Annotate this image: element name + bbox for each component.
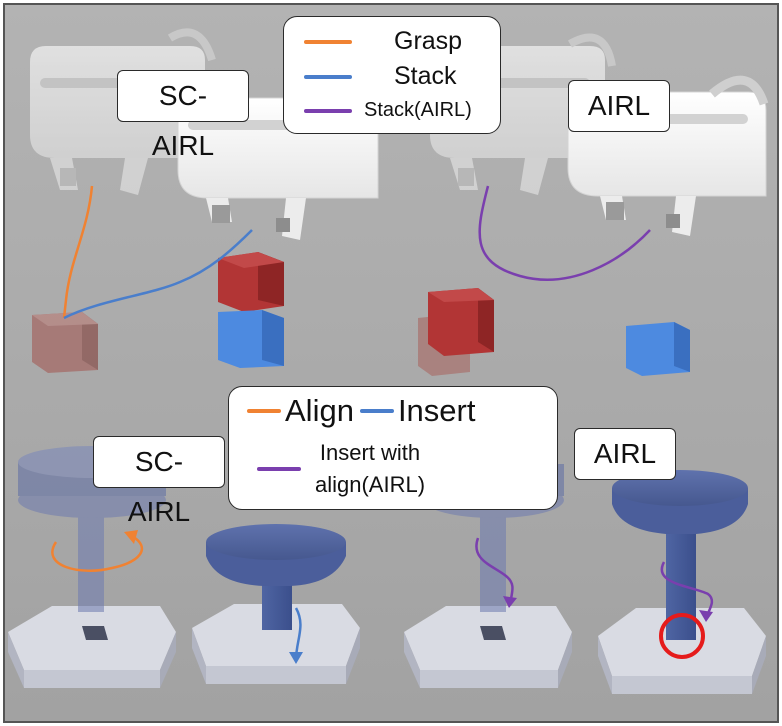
method-label-airl-top: AIRL — [568, 80, 670, 132]
legend-label-insert-with-align-line1: Insert with — [319, 440, 421, 465]
trajectory-insert-with-align-1 — [475, 537, 514, 605]
base-block-3 — [404, 606, 572, 688]
legend-swatch-insert — [359, 409, 394, 413]
legend-bottom-row-insert-with-align: Insert with align(AIRL) — [257, 437, 425, 501]
legend-swatch-align — [247, 409, 281, 413]
base-block-4 — [598, 608, 766, 694]
legend-label-grasp: Grasp — [394, 27, 463, 55]
trajectory-stack — [63, 229, 253, 320]
red-cube-faded-left — [32, 312, 98, 373]
base-block-1 — [8, 606, 176, 688]
legend-top-item-stack: Stack — [304, 62, 457, 91]
blue-cube-base — [218, 310, 284, 368]
trajectory-stack-airl — [478, 185, 651, 281]
method-label-sc-airl-top: SC-AIRL — [117, 70, 249, 161]
legend-bottom: Align Insert Insert with align(AIRL) — [228, 386, 558, 510]
legend-swatch-insert-with-align — [257, 467, 301, 471]
base-block-2 — [192, 604, 360, 684]
legend-label-insert: Insert — [397, 393, 476, 428]
blue-cube-right — [626, 322, 690, 376]
legend-label-align: Align — [285, 393, 354, 428]
legend-bottom-row-align-insert: Align Insert — [247, 393, 475, 429]
peg-2 — [206, 524, 346, 630]
trajectory-insert-with-align-2 — [660, 561, 714, 619]
legend-swatch-grasp — [304, 39, 352, 44]
legend-label-stack-airl: Stack(AIRL) — [364, 99, 472, 121]
red-cube-right — [428, 288, 494, 356]
method-label-airl-bottom: AIRL — [574, 428, 676, 480]
trajectory-grasp — [62, 185, 94, 319]
method-label-sc-airl-bottom: SC-AIRL — [93, 436, 225, 527]
legend-label-insert-with-align-line2: align(AIRL) — [315, 472, 426, 497]
insert-align-arrowhead-2 — [699, 610, 713, 622]
legend-top: Grasp Stack Stack(AIRL) — [283, 16, 501, 134]
insert-arrowhead — [289, 652, 303, 664]
failure-highlight-circle — [659, 613, 705, 659]
legend-top-item-grasp: Grasp — [304, 27, 462, 56]
insert-align-arrowhead-1 — [503, 596, 517, 608]
trajectory-align — [51, 534, 144, 572]
legend-label-stack: Stack — [394, 62, 457, 90]
legend-swatch-stack — [304, 74, 352, 79]
legend-top-item-stack-airl: Stack(AIRL) — [304, 99, 472, 122]
red-cube-stacked — [218, 252, 284, 312]
legend-swatch-stack-airl — [304, 108, 352, 113]
align-arrowhead — [124, 530, 138, 544]
legend-label-insert-with-align: Insert with align(AIRL) — [315, 437, 425, 501]
